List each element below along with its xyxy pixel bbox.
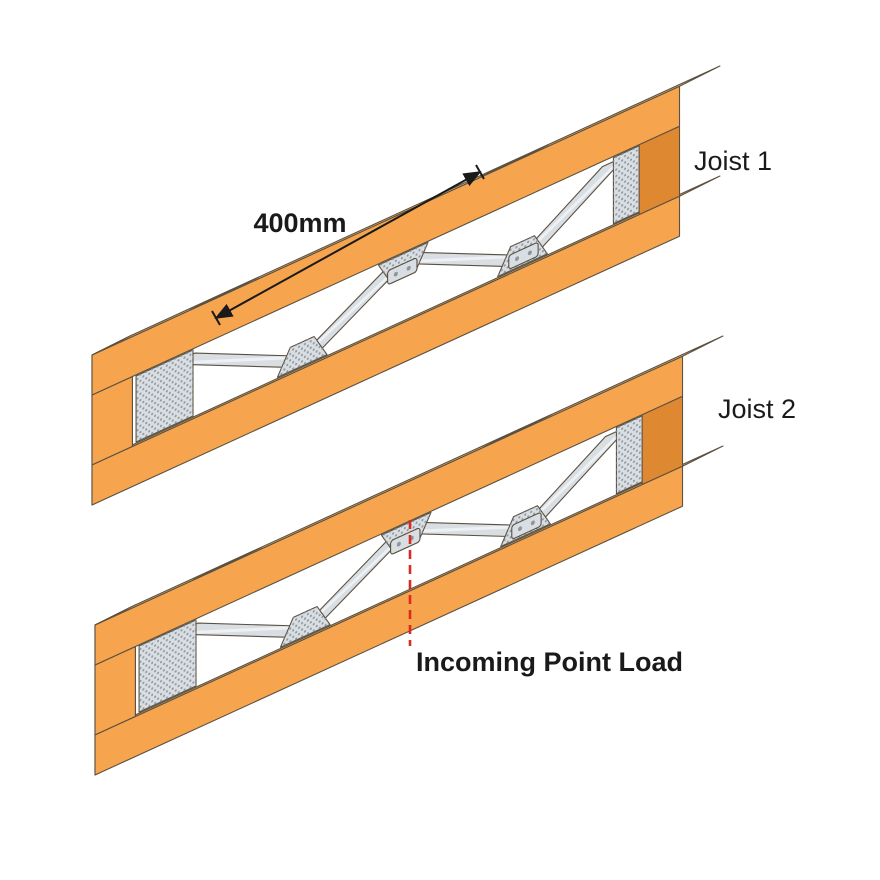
joist-2-label: Joist 2 — [718, 394, 796, 424]
dimension-tick — [211, 310, 221, 326]
point-load-annotation: Incoming Point Load — [408, 520, 683, 677]
point-load-label: Incoming Point Load — [416, 647, 683, 677]
dimension-annotation: 400mm — [211, 164, 485, 326]
joist-1-label: Joist 1 — [694, 146, 772, 176]
dimension-label: 400mm — [253, 208, 346, 238]
dimension-line — [214, 171, 482, 319]
dimension-tick — [475, 164, 485, 180]
